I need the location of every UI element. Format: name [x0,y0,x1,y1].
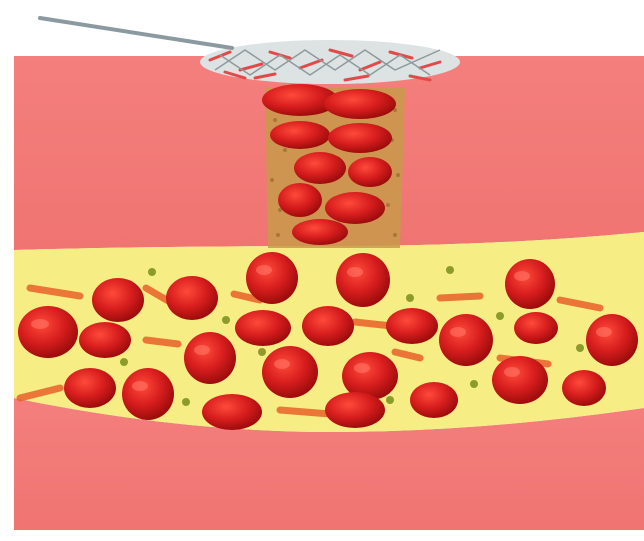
clot-cell [294,152,346,184]
red-blood-cell [235,310,291,346]
red-blood-cell [410,382,458,418]
platelet [470,380,478,388]
clot-cell [270,121,330,149]
clot-cell [278,183,322,217]
red-blood-cell [439,314,493,366]
clot-cell [348,157,392,187]
red-blood-cell [492,356,548,404]
red-blood-cell [262,346,318,398]
red-blood-cell [246,252,298,304]
red-blood-cell [302,306,354,346]
platelet [446,266,454,274]
red-blood-cell [562,370,606,406]
red-blood-cell [202,394,262,430]
red-blood-cell [336,253,390,307]
clot-cell [328,123,392,153]
red-blood-cell [325,392,385,428]
platelet [386,396,394,404]
platelet [258,348,266,356]
platelet [148,268,156,276]
red-blood-cell [64,368,116,408]
platelet [120,358,128,366]
platelet [496,312,504,320]
platelet [406,294,414,302]
red-blood-cell [184,332,236,384]
red-blood-cell [505,259,555,309]
scab [200,40,460,84]
red-blood-cell [586,314,638,366]
red-blood-cell [166,276,218,320]
clot-cell [324,89,396,119]
clot-cell [325,192,385,224]
clot-cell [292,219,348,245]
red-blood-cell [79,322,131,358]
red-blood-cell [92,278,144,322]
platelet [576,344,584,352]
red-blood-cell [122,368,174,420]
platelet [182,398,190,406]
red-blood-cell [18,306,78,358]
red-blood-cell [514,312,558,344]
red-blood-cell [386,308,438,344]
platelet [222,316,230,324]
